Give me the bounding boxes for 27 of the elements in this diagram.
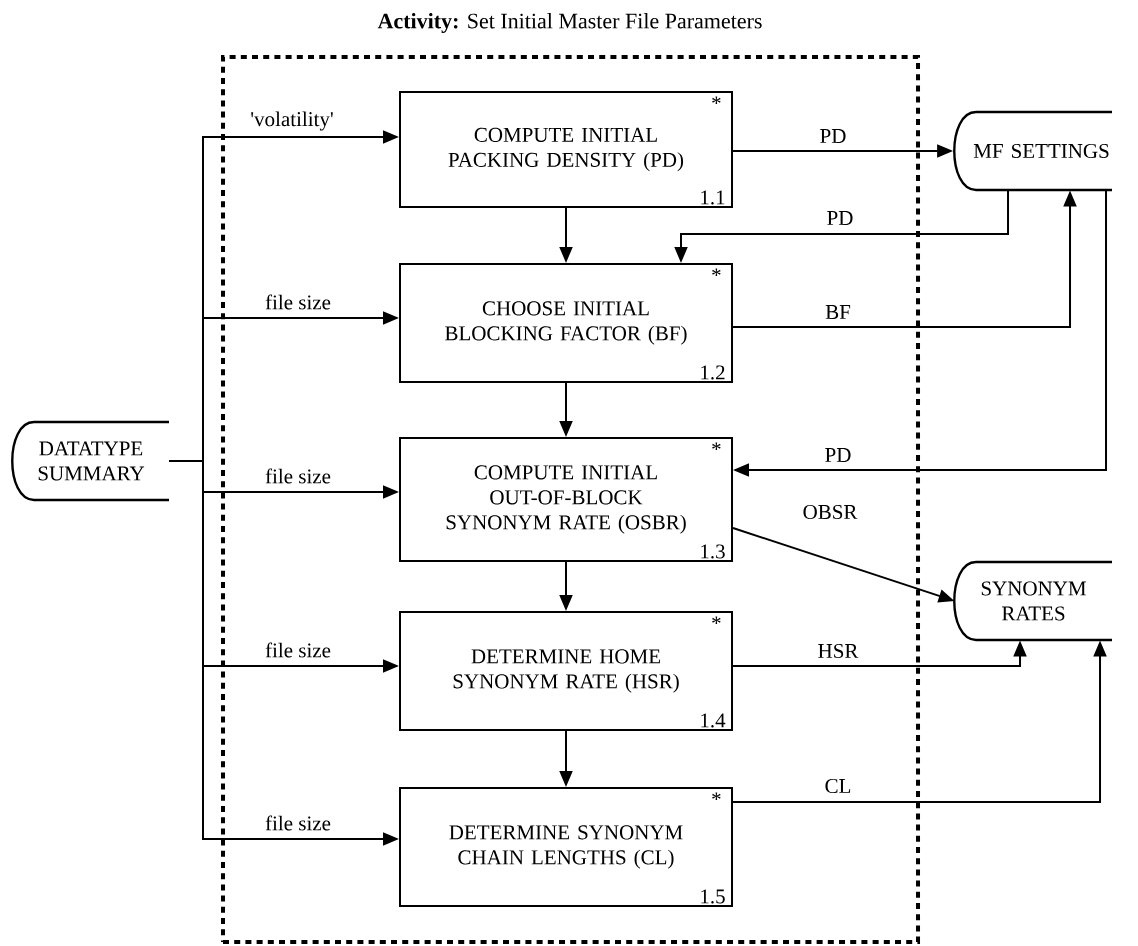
- edge-label: file size: [263, 640, 333, 660]
- process-number: 1.2: [701, 365, 725, 380]
- process-number: 1.1: [701, 190, 725, 205]
- asterisk: *: [712, 268, 721, 277]
- data-store: DATATYPE SUMMARY: [11, 420, 169, 502]
- asterisk: *: [712, 616, 721, 625]
- asterisk: *: [712, 792, 721, 801]
- edge-label: HSR: [815, 641, 861, 661]
- edge-label: file size: [263, 813, 333, 833]
- edge-label: BF: [823, 303, 853, 321]
- process-number: 1.4: [701, 713, 726, 728]
- edge-label: file size: [263, 466, 333, 486]
- boundary-box: [221, 55, 920, 944]
- edge-label: PD: [822, 446, 854, 464]
- edge-label: file size: [263, 292, 333, 312]
- process-number: 1.5: [701, 889, 725, 904]
- process-number: 1.3: [701, 544, 725, 559]
- data-store: MF SETTINGS: [953, 110, 1112, 192]
- edge-label: OBSR: [800, 502, 860, 522]
- asterisk: *: [712, 442, 721, 451]
- edge-label: CL: [822, 776, 854, 796]
- data-store: SYNONYM RATES: [953, 560, 1112, 642]
- title: Activity: Set Initial Master File Parameters: [377, 13, 762, 33]
- edge-label: PD: [817, 127, 849, 145]
- edge-label: PD: [824, 209, 856, 227]
- edge-label: 'volatility': [248, 109, 336, 133]
- asterisk: *: [712, 96, 721, 105]
